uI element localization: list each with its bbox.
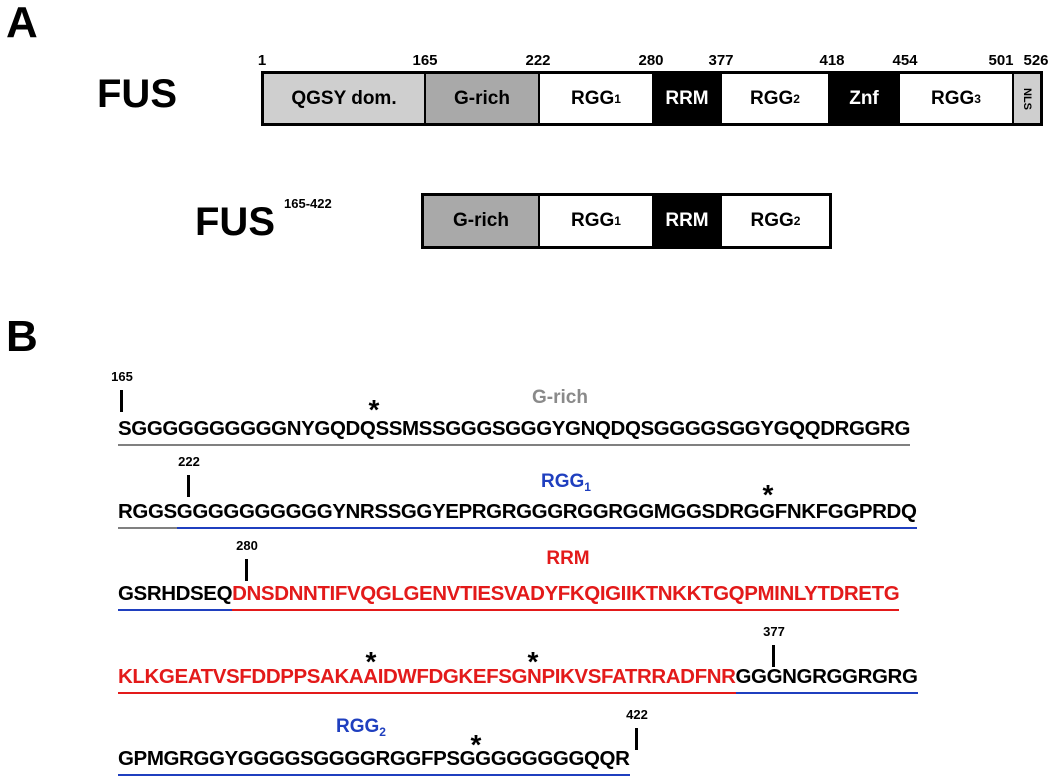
marker-280-tick xyxy=(245,559,248,581)
domain-g-rich: G-rich xyxy=(424,196,540,246)
domain-nls: NLS xyxy=(1014,74,1040,123)
position-222: 222 xyxy=(525,52,551,69)
asterisk: * xyxy=(365,646,377,677)
g-rich-label: G-rich xyxy=(532,387,588,408)
sequence-line-3: GSRHDSEQDNSDNNTIFVQGLGENVTIESVADYFKQIGII… xyxy=(118,582,900,611)
sequence-segment: DNSDNNTIFVQGLGENVTIESVADYFKQIGIIKTNKKTGQ… xyxy=(232,582,900,611)
marker-222-tick xyxy=(187,475,190,497)
sequence-line-2: RGGSGGGGGGGGGGYNRSSGGYEPRGRGGGRGGRGGMGGS… xyxy=(118,500,917,529)
position-526: 526 xyxy=(1023,52,1049,69)
asterisk: * xyxy=(762,479,774,510)
rrm-label: RRM xyxy=(546,548,590,569)
asterisk: * xyxy=(470,729,482,760)
fus-truncated-name: FUS xyxy=(195,200,275,244)
marker-222-label: 222 xyxy=(178,454,200,469)
sequence-segment: GSRHDSEQ xyxy=(118,582,233,611)
sequence-line-4: KLKGEATVSFDDPPSAKAAIDWFDGKEFSGNPIKVSFATR… xyxy=(118,665,918,694)
asterisk: * xyxy=(527,646,539,677)
position-280: 280 xyxy=(638,52,664,69)
panel-a-letter: A xyxy=(6,0,38,47)
position-377: 377 xyxy=(708,52,734,69)
domain-rrm: RRM xyxy=(654,196,722,246)
marker-280-label: 280 xyxy=(236,538,258,553)
marker-422-label: 422 xyxy=(626,707,648,722)
fus-full-name: FUS xyxy=(97,72,177,116)
sequence-line-1: SGGGGGGGGGGNYGQDQSSMSSGGGSGGGYGNQDQSGGGG… xyxy=(118,417,911,446)
marker-377-label: 377 xyxy=(763,624,785,639)
position-165: 165 xyxy=(412,52,438,69)
rgg1-label: RGG1 xyxy=(541,471,591,494)
sequence-segment: RGGS xyxy=(118,500,177,529)
sequence-segment: GPMGRGGYGGGGSGGGGRGGFPSGGGGGGGGQQR xyxy=(118,747,630,776)
domain-znf: Znf xyxy=(830,74,900,123)
position-1: 1 xyxy=(257,52,267,69)
sequence-segment: SGGGGGGGGGGNYGQDQSSMSSGGGSGGGYGNQDQSGGGG… xyxy=(118,417,911,446)
sequence-segment: GGGGGGGGGGYNRSSGGYEPRGRGGGRGGRGGMGGSDRGG… xyxy=(176,500,917,529)
position-501: 501 xyxy=(988,52,1014,69)
domain-g-rich: G-rich xyxy=(426,74,540,123)
position-454: 454 xyxy=(892,52,918,69)
sequence-segment: KLKGEATVSFDDPPSAKAAIDWFDGKEFSGNPIKVSFATR… xyxy=(118,665,736,694)
domain-qgsy: QGSY dom. xyxy=(264,74,426,123)
fus-truncated-range: 165-422 xyxy=(284,196,332,211)
marker-377-tick xyxy=(772,645,775,667)
position-418: 418 xyxy=(819,52,845,69)
rgg2-label: RGG2 xyxy=(336,716,386,739)
asterisk: * xyxy=(368,394,380,425)
marker-165-label: 165 xyxy=(111,369,133,384)
marker-422-tick xyxy=(635,728,638,750)
marker-165-tick xyxy=(120,390,123,412)
sequence-segment: GGGNGRGGRGRG xyxy=(735,665,918,694)
panel-b-letter: B xyxy=(6,312,38,361)
domain-rrm: RRM xyxy=(654,74,722,123)
sequence-line-5: GPMGRGGYGGGGSGGGGRGGFPSGGGGGGGGQQR xyxy=(118,747,630,776)
